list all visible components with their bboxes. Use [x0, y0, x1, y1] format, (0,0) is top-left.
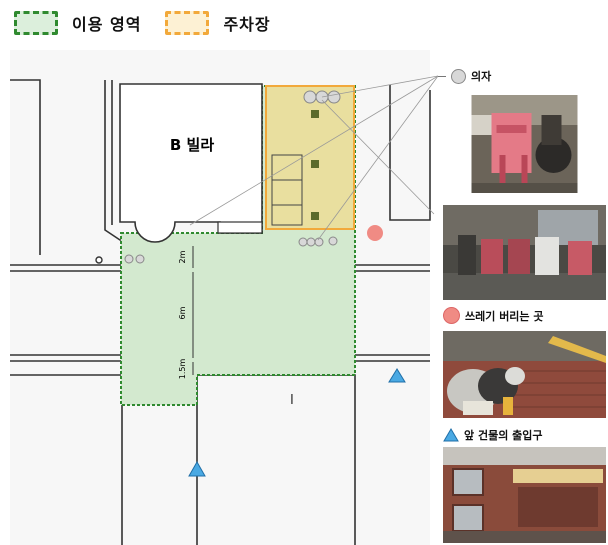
top-legend: 이용 영역 주차장 — [14, 8, 271, 38]
trash-legend-label: 쓰레기 버리는 곳 — [465, 309, 544, 323]
entrance-triangle-legend-icon — [443, 428, 459, 442]
building-b — [119, 83, 263, 243]
chair-icon — [298, 237, 308, 247]
leader-lines — [189, 75, 439, 241]
trash-dot-icon — [367, 225, 383, 241]
chair-icon — [327, 90, 341, 104]
chair-photo-2 — [443, 205, 606, 300]
text-cursor-icon: I — [290, 393, 294, 408]
entrance-triangle-icon — [388, 368, 406, 383]
entrance-legend-label: 앞 건물의 출입구 — [464, 429, 543, 442]
usage-area-swatch — [14, 11, 58, 35]
chair-icon — [135, 254, 145, 264]
parking-stalls — [271, 154, 303, 226]
entrance-legend: 앞 건물의 출입구 — [443, 427, 543, 443]
entrance-photo — [443, 447, 606, 543]
chair-circle-icon — [451, 68, 466, 84]
chair-icon — [124, 254, 134, 264]
dimension-6m: 6m — [178, 306, 187, 319]
trash-photo — [443, 331, 606, 418]
chair-dash-icon — [438, 75, 446, 77]
chair-legend: 의자 — [438, 68, 491, 84]
trash-dot-legend-icon — [443, 307, 460, 324]
parking-posts — [311, 110, 319, 220]
chair-photo-1 — [471, 95, 578, 193]
dimension-2m: 2m — [178, 250, 187, 263]
chair-icon — [306, 237, 316, 247]
entrance-triangle-icon — [188, 460, 206, 477]
chair-icon — [328, 236, 338, 246]
parking-swatch — [165, 11, 210, 35]
dimension-1-5m: 1.5m — [178, 359, 187, 380]
chair-legend-label: 의자 — [471, 70, 492, 83]
trash-legend: 쓰레기 버리는 곳 — [443, 307, 544, 324]
chair-icon — [303, 90, 317, 104]
building-label: B 빌라 — [170, 136, 214, 154]
parking-area — [265, 85, 355, 230]
usage-area-label: 이용 영역 — [72, 15, 142, 34]
pole-marker-icon — [95, 256, 103, 264]
parking-label: 주차장 — [223, 15, 271, 34]
